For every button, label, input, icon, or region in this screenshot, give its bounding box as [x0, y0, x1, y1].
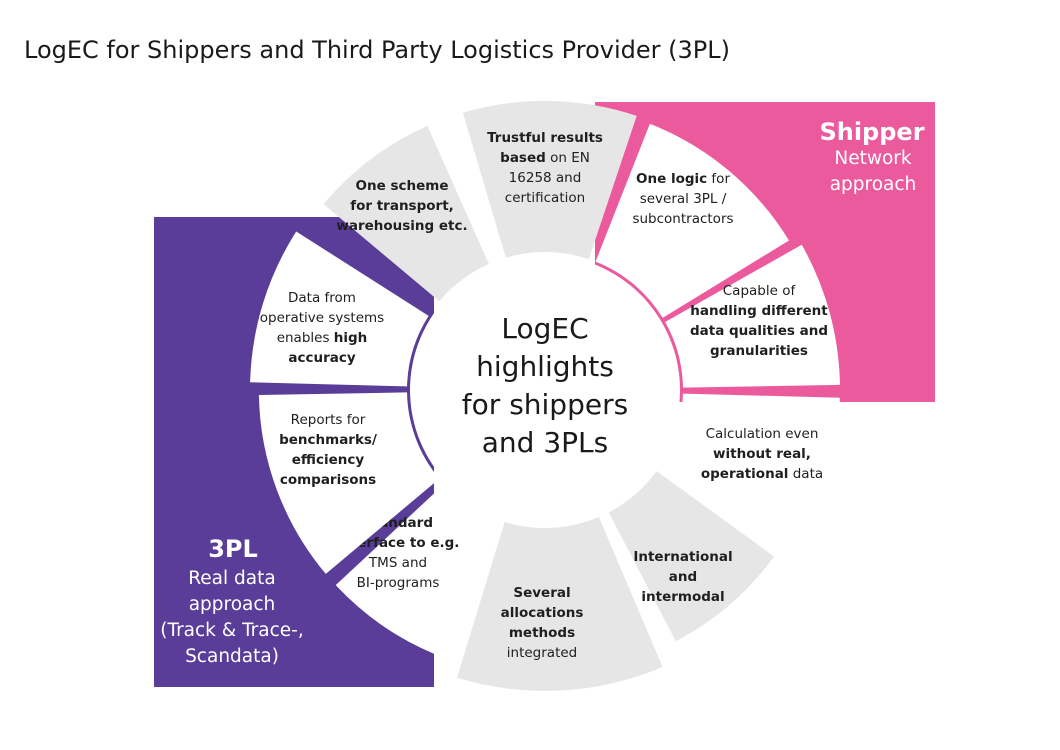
center-text-line: and 3PLs [482, 426, 608, 459]
segment-trustful [462, 100, 637, 260]
shipper-title: Shipper [819, 118, 924, 146]
segment-reports [258, 392, 440, 574]
segment-interface [335, 484, 498, 659]
tpl-subtitle-line: Scandata) [185, 646, 279, 667]
tpl-subtitle-line: approach [189, 594, 276, 615]
tpl-subtitle-line: (Track & Trace-, [160, 620, 303, 641]
center-text-line: LogEC [501, 312, 588, 345]
center-text-line: highlights [476, 350, 614, 383]
shipper-subtitle-line: Network [834, 148, 912, 169]
segment-operative-data [250, 231, 429, 387]
segment-allocations [457, 517, 663, 691]
segment-calculation [660, 393, 840, 553]
segment-one-scheme [323, 125, 489, 302]
tpl-subtitle-line: Real data [188, 568, 275, 589]
center-text-line: for shippers [462, 388, 628, 421]
tpl-title: 3PL [208, 535, 258, 563]
shipper-subtitle-line: approach [830, 174, 917, 195]
segment-international [608, 471, 775, 642]
center-circle [410, 255, 680, 525]
segment-data-qualities [665, 244, 840, 388]
segment-one-logic [595, 123, 789, 318]
page-title: LogEC for Shippers and Third Party Logis… [24, 36, 730, 64]
